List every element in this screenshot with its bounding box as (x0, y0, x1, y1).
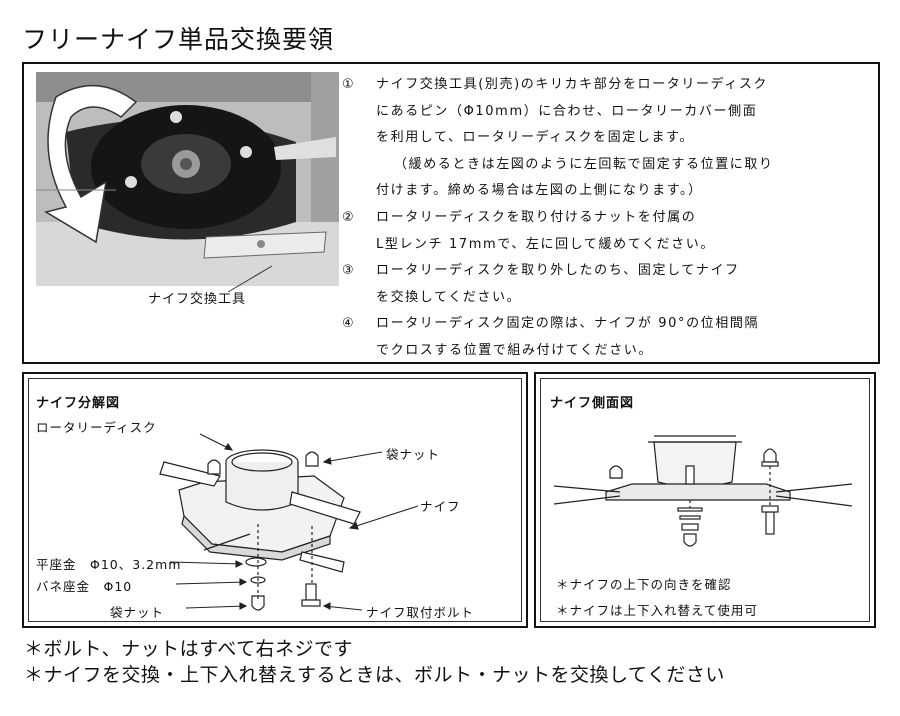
label-cap-nut-bottom: 袋ナット (110, 605, 165, 620)
knife-tool-photo (36, 72, 339, 286)
label-knife: ナイフ (420, 499, 461, 514)
instruction-panel: ナイフ交換工具 ① ナイフ交換工具(別売)のキリカキ部分をロータリーディスク に… (22, 62, 880, 364)
side-view-title: ナイフ側面図 (550, 396, 635, 411)
side-view-note-1: ＊ナイフの上下の向きを確認 (556, 577, 732, 592)
page-title: フリーナイフ単品交換要領 (22, 25, 335, 54)
side-view-panel: ナイフ側面図 (534, 372, 876, 628)
step-4: ④ ロータリーディスク固定の際は、ナイフが 90°の位相間隔 でクロスする位置で… (342, 316, 760, 358)
step-1: ① ナイフ交換工具(別売)のキリカキ部分をロータリーディスク にあるピン（Φ10… (342, 77, 769, 146)
footnote-2: ＊ナイフを交換・上下入れ替えするときは、ボルト・ナットを交換してください (24, 664, 725, 686)
side-view-note-2: ＊ナイフは上下入れ替えて使用可 (556, 603, 758, 618)
exploded-view-title: ナイフ分解図 (36, 396, 121, 411)
label-knife-bolt: ナイフ取付ボルト (366, 605, 475, 620)
exploded-view-panel: ナイフ分解図 ロータリーディスク 袋ナット ナイフ 平座金 Φ10、3.2mm … (22, 372, 528, 628)
instruction-steps: ① ナイフ交換工具(別売)のキリカキ部分をロータリーディスク にあるピン（Φ10… (342, 72, 874, 365)
footnote-1: ＊ボルト、ナットはすべて右ネジです (24, 638, 354, 660)
label-flat-washer: 平座金 Φ10、3.2mm (36, 557, 182, 572)
label-cap-nut-top: 袋ナット (386, 447, 441, 462)
step-3: ③ ロータリーディスクを取り外したのち、固定してナイフ を交換してください。 (342, 263, 740, 305)
label-spring-washer: バネ座金 Φ10 (36, 579, 133, 594)
photo-caption: ナイフ交換工具 (148, 292, 247, 307)
exploded-diagram (159, 433, 419, 611)
step-1-note: （緩めるときは左図のように左回転で固定する位置に取り 付けます。締める場合は左図… (376, 156, 774, 199)
step-2: ② ロータリーディスクを取り付けるナットを付属の L型レンチ 17mmで、左に回… (342, 209, 715, 252)
label-rotary-disk: ロータリーディスク (36, 420, 157, 435)
side-view-diagram (553, 435, 853, 547)
